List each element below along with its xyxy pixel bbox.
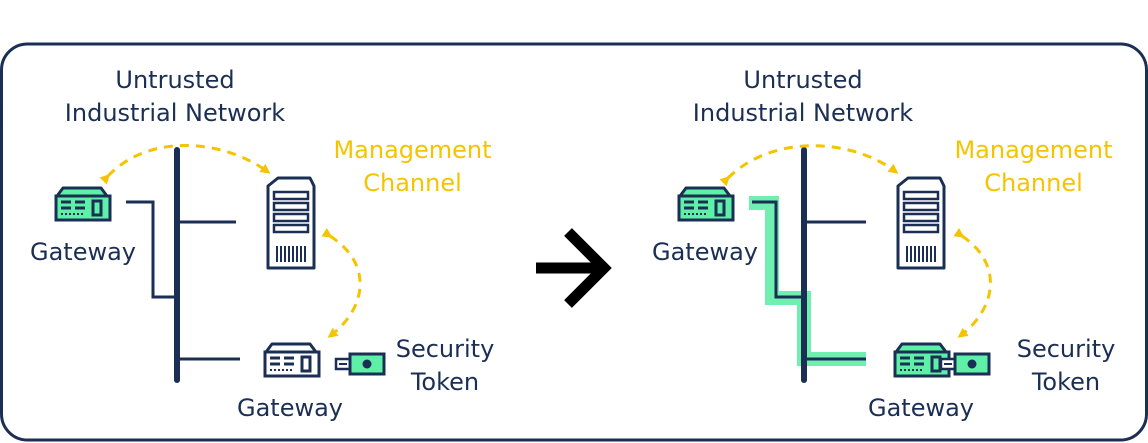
usb-token-icon — [334, 352, 386, 376]
gateway-label-bottom: Gateway — [867, 394, 975, 422]
arrow-right-icon — [536, 228, 612, 308]
network-label-line2: Industrial Network — [692, 99, 914, 127]
token-label-line1: Security — [1016, 335, 1116, 363]
security-token-label: Security Token — [380, 333, 510, 399]
token-label-line2: Token — [1031, 368, 1101, 396]
management-channel-arrow — [719, 144, 899, 187]
management-channel-arrow — [99, 144, 271, 185]
management-label-line2: Channel — [363, 169, 462, 197]
link-top-gateway — [752, 200, 804, 299]
network-label-line1: Untrusted — [743, 66, 863, 94]
link-top-gateway — [126, 200, 177, 299]
gateway-label-bottom: Gateway — [236, 394, 344, 422]
management-label-line1: Management — [333, 136, 492, 164]
right-panel — [677, 144, 992, 383]
network-label: Untrusted Industrial Network — [628, 64, 978, 130]
gateway-icon — [677, 186, 735, 222]
security-token-label: Security Token — [1001, 333, 1131, 399]
token-label-line2: Token — [410, 368, 480, 396]
gateway-label-top: Gateway — [29, 238, 137, 266]
gateway-icon — [54, 186, 112, 222]
management-label-line2: Channel — [984, 169, 1083, 197]
management-channel-label: Management Channel — [310, 134, 515, 200]
token-label-line1: Security — [395, 335, 495, 363]
network-label-line2: Industrial Network — [64, 99, 286, 127]
network-label-line1: Untrusted — [115, 66, 235, 94]
management-label-line1: Management — [954, 136, 1113, 164]
server-icon — [266, 176, 316, 270]
management-channel-arrow — [953, 227, 992, 338]
trusted-path-highlight — [749, 196, 866, 366]
management-channel-arrow — [321, 228, 362, 338]
network-label: Untrusted Industrial Network — [0, 64, 350, 130]
gateway-icon — [263, 342, 321, 378]
outer-frame — [0, 42, 1148, 442]
gateway-label-top: Gateway — [651, 238, 759, 266]
management-channel-label: Management Channel — [931, 134, 1136, 200]
left-panel — [54, 144, 386, 383]
